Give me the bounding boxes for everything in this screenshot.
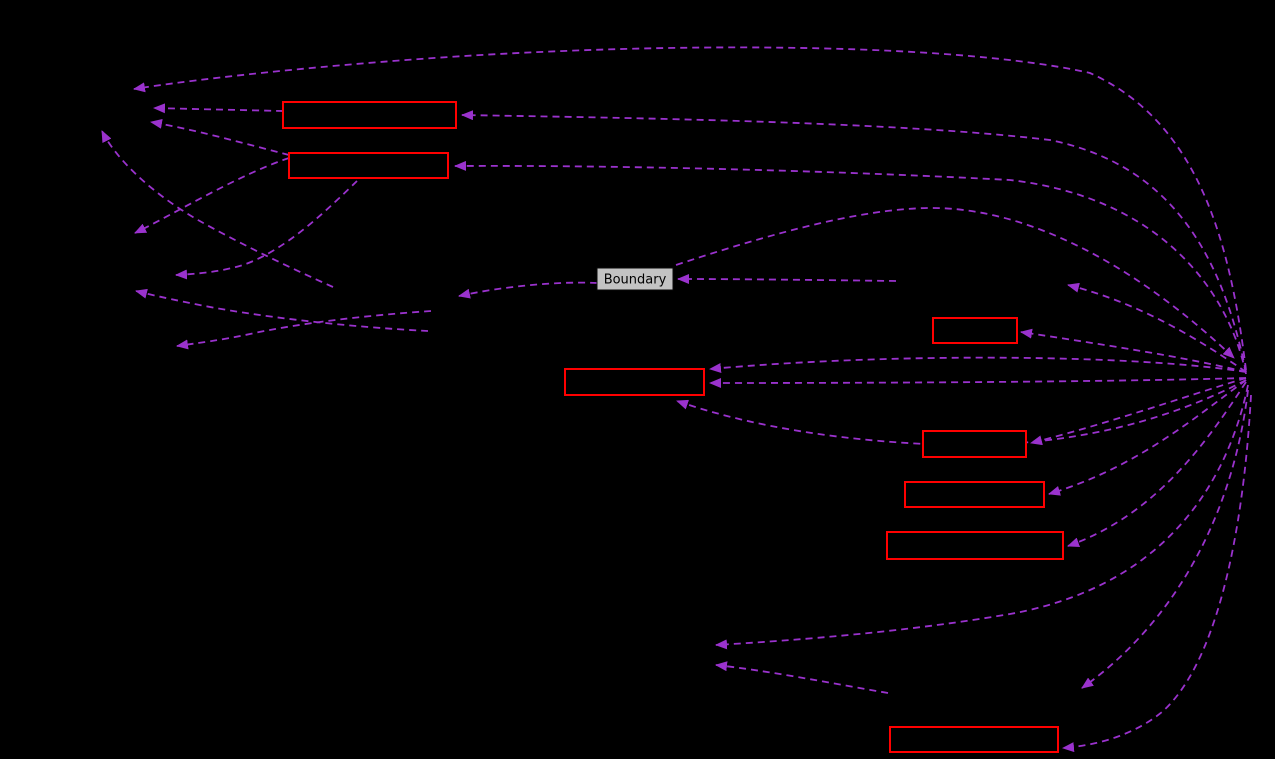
edge-fan-to-node-h	[1062, 394, 1252, 753]
edge-node-b-to-left-1	[150, 118, 290, 156]
node-b[interactable]	[288, 152, 449, 179]
edge-fan-to-node-a	[461, 110, 1247, 373]
edge-fan-to-node-g	[1067, 381, 1247, 548]
node-a[interactable]	[282, 101, 457, 129]
edge-fan-to-node-f	[1048, 379, 1247, 496]
edge-node-b-to-left-2	[134, 157, 290, 234]
edge-hidden-to-left-2	[176, 310, 432, 350]
node-boundary-label: Boundary	[604, 273, 667, 288]
node-e[interactable]	[922, 430, 1027, 458]
edge-fan-to-bottom-left-1	[715, 384, 1249, 650]
edge-fan-to-hidden-right	[1067, 282, 1247, 373]
edges-layer	[101, 46, 1252, 753]
node-f[interactable]	[904, 481, 1045, 508]
node-c[interactable]	[932, 317, 1018, 344]
edge-fan-to-node-c	[1020, 328, 1247, 373]
edge-fan-to-node-e	[1030, 377, 1247, 446]
edge-hidden-to-boundary	[677, 274, 897, 285]
edge-fan-to-node-d-horiz	[709, 377, 1247, 388]
node-d[interactable]	[564, 368, 705, 396]
edge-fan-to-top-left	[133, 46, 1247, 371]
edge-fan-to-node-b	[454, 160, 1247, 375]
edge-fan-to-node-d-upper	[709, 356, 1247, 374]
node-boundary[interactable]	[596, 267, 674, 291]
edge-node-a-to-left	[153, 103, 284, 114]
edge-fan-to-bottom-right	[1081, 389, 1249, 689]
node-g[interactable]	[886, 531, 1064, 560]
nodes-layer: Boundary	[282, 101, 1064, 753]
edge-hidden-to-left-1	[135, 288, 429, 332]
edge-boundary-to-left	[458, 281, 598, 299]
edge-node-b-to-left-3	[175, 180, 358, 280]
edge-hidden-to-above-h	[715, 661, 889, 694]
edge-hidden-to-upper-left	[101, 130, 334, 288]
node-h[interactable]	[889, 726, 1059, 753]
